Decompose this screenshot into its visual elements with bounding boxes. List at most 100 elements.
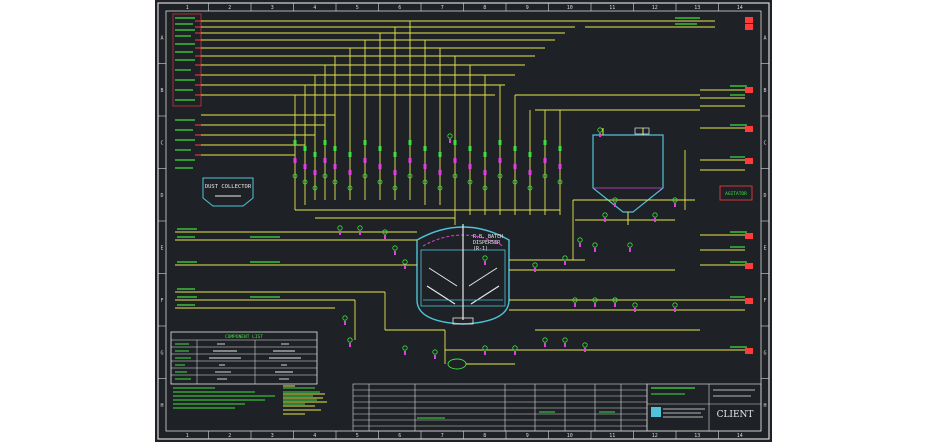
valve-marker: [528, 170, 532, 175]
instrument-marker: [602, 212, 608, 218]
valve-marker: [363, 158, 367, 163]
instrument-marker: [452, 173, 458, 179]
reactor-tag-line1: R.B. BATCH: [473, 234, 503, 240]
column-marker: 3: [271, 433, 274, 439]
row-marker: F: [763, 298, 766, 304]
column-marker: 7: [441, 5, 444, 11]
valve-marker: [514, 351, 516, 355]
instrument-marker: [482, 185, 488, 191]
column-marker: 3: [271, 5, 274, 11]
valve-marker: [654, 218, 656, 222]
valve-marker: [564, 343, 566, 347]
instrument-marker: [612, 197, 618, 203]
valve-marker: [339, 231, 341, 235]
column-marker: 6: [398, 433, 401, 439]
valve-marker: [513, 164, 517, 169]
instrument-marker: [562, 255, 568, 261]
column-marker: 4: [313, 433, 316, 439]
column-marker: 4: [313, 5, 316, 11]
instrument-marker: [447, 133, 453, 139]
valve-marker: [558, 146, 562, 151]
valve-marker: [528, 152, 532, 157]
instrument-marker: [362, 173, 368, 179]
instrument-marker: [422, 179, 428, 185]
valve-marker: [378, 164, 382, 169]
instrument-marker: [627, 242, 633, 248]
row-marker: A: [160, 35, 163, 41]
instrument-marker: [432, 349, 438, 355]
batch-disperser-vessel: [416, 224, 510, 325]
valve-marker: [348, 170, 352, 175]
valve-marker: [423, 164, 427, 169]
valve-marker: [393, 152, 397, 157]
right-outlet-tag-list: [585, 17, 753, 354]
column-marker: 5: [356, 433, 359, 439]
valve-marker: [359, 231, 361, 235]
valve-marker: [404, 351, 406, 355]
lower-left-tags: [177, 228, 280, 306]
instrument-marker: [302, 179, 308, 185]
valve-marker: [498, 140, 502, 145]
row-marker: B: [763, 88, 766, 94]
instrument-marker: [542, 337, 548, 343]
valve-marker: [348, 152, 352, 157]
general-notes: [173, 387, 320, 409]
instrument-marker: [392, 245, 398, 251]
valve-marker: [323, 158, 327, 163]
lower-process-lines: [175, 231, 700, 351]
title-block: [646, 383, 762, 432]
valve-marker: [384, 235, 386, 239]
instrument-marker: [357, 225, 363, 231]
valve-marker: [303, 164, 307, 169]
valve-marker: [558, 164, 562, 169]
agitator-box: [719, 185, 753, 201]
instrument-marker: [312, 185, 318, 191]
instrument-marker: [382, 229, 388, 235]
instrument-marker: [672, 302, 678, 308]
collector-header: [295, 209, 560, 225]
column-marker: 1: [186, 433, 189, 439]
hopper-piping: [509, 94, 700, 271]
instrument-marker: [582, 342, 588, 348]
row-marker: B: [160, 88, 163, 94]
instrument-marker: [512, 179, 518, 185]
column-marker: 1: [186, 5, 189, 11]
valve-marker: [453, 158, 457, 163]
valve-marker: [543, 140, 547, 145]
instrument-marker: [577, 237, 583, 243]
valve-marker: [584, 348, 586, 352]
valve-marker: [604, 218, 606, 222]
valve-marker: [468, 164, 472, 169]
instrument-marker: [402, 259, 408, 265]
column-marker: 2: [228, 433, 231, 439]
valve-marker: [513, 146, 517, 151]
row-marker: E: [763, 245, 766, 251]
instrument-marker: [592, 297, 598, 303]
valve-marker: [404, 265, 406, 269]
column-marker: 6: [398, 5, 401, 11]
column-marker: 11: [609, 433, 615, 439]
instrument-marker: [347, 337, 353, 343]
instrument-marker: [292, 173, 298, 179]
valve-marker: [614, 203, 616, 207]
valve-marker: [483, 170, 487, 175]
instrument-marker: [407, 173, 413, 179]
outer-border: [157, 2, 770, 440]
valve-instrument-row: [292, 140, 563, 191]
instrument-marker: [342, 315, 348, 321]
valve-marker: [579, 243, 581, 247]
valve-marker: [599, 133, 601, 137]
valve-marker: [394, 251, 396, 255]
valve-marker: [483, 152, 487, 157]
row-marker: A: [763, 35, 766, 41]
valve-marker: [574, 303, 576, 307]
valve-marker: [453, 140, 457, 145]
row-marker: E: [160, 245, 163, 251]
instrument-marker: [562, 337, 568, 343]
valve-marker: [378, 146, 382, 151]
instrument-marker: [512, 345, 518, 351]
valve-marker: [333, 164, 337, 169]
